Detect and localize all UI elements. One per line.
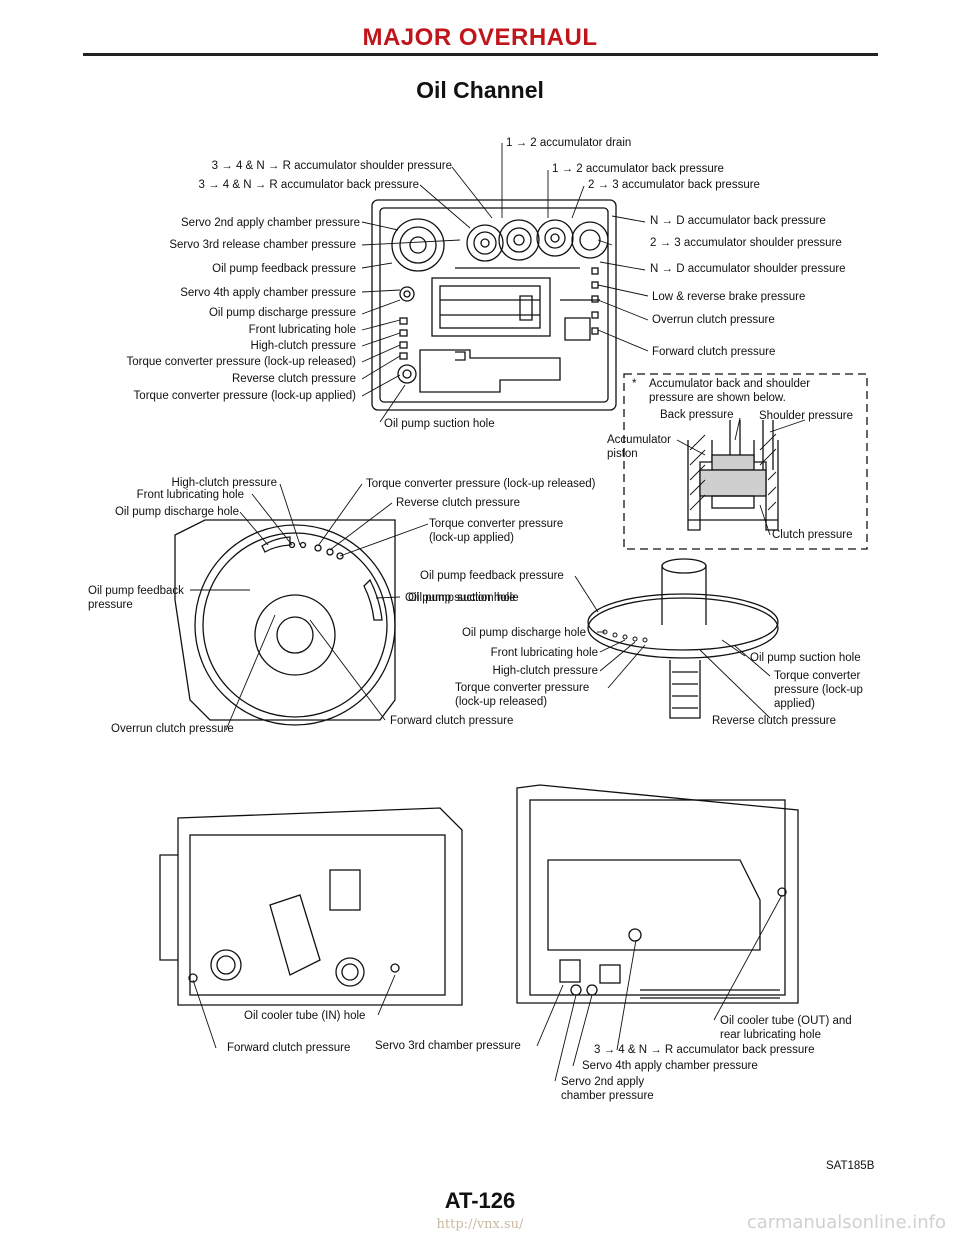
inset-shoulder-pressure: Shoulder pressure bbox=[759, 410, 853, 422]
case-front-view bbox=[174, 519, 396, 726]
label-pump-suction-pump-left: Oil pump suction hole bbox=[408, 592, 519, 604]
label-high-clutch-front: High-clutch pressure bbox=[171, 477, 277, 489]
label-23-accumulator-back: 2 → 3 accumulator back pressure bbox=[588, 179, 760, 191]
label-front-lub-pump: Front lubricating hole bbox=[490, 647, 598, 659]
label-pump-feedback-pump: Oil pump feedback pressure bbox=[420, 570, 564, 582]
inset-note: Accumulator back and shoulder pressure a… bbox=[649, 378, 811, 404]
figure-code: SAT185B bbox=[826, 1160, 875, 1172]
label-pump-discharge-pump: Oil pump discharge hole bbox=[461, 627, 586, 639]
oil-pump-view bbox=[587, 558, 779, 719]
header-rule bbox=[83, 53, 878, 56]
label-reverse-clutch-pump: Reverse clutch pressure bbox=[712, 715, 836, 727]
label-servo-3rd-side: Servo 3rd chamber pressure bbox=[375, 1040, 521, 1052]
label-tc-released-front: Torque converter pressure (lock-up relea… bbox=[366, 478, 596, 490]
label-pump-suction-top: Oil pump suction hole bbox=[384, 418, 495, 430]
label-pump-feedback-top: Oil pump feedback pressure bbox=[212, 263, 356, 275]
page-title: Oil Channel bbox=[416, 77, 544, 103]
label-nd-shoulder: N → D accumulator shoulder pressure bbox=[650, 263, 846, 275]
label-tc-applied-front: Torque converter pressure (lock-up appli… bbox=[429, 518, 564, 544]
inset-star: * bbox=[632, 378, 637, 390]
label-pump-feedback-front: Oil pump feedback pressure bbox=[88, 585, 184, 611]
label-cooler-out: Oil cooler tube (OUT) and rear lubricati… bbox=[720, 1015, 852, 1041]
section-header: MAJOR OVERHAUL bbox=[362, 24, 598, 51]
label-low-reverse-brake: Low & reverse brake pressure bbox=[652, 291, 806, 303]
label-34-nr-back-side: 3 → 4 & N → R accumulator back pressure bbox=[594, 1044, 815, 1056]
label-pump-suction-front: Oil pump suction hole bbox=[405, 592, 516, 604]
watermark: carmanualsonline.info bbox=[746, 1212, 946, 1233]
footer-url[interactable]: http://vnx.su/ bbox=[436, 1217, 524, 1232]
label-forward-clutch-top: Forward clutch pressure bbox=[652, 346, 776, 358]
label-servo-2nd-side: Servo 2nd apply chamber pressure bbox=[561, 1076, 654, 1102]
label-34-nr-back: 3 → 4 & N → R accumulator back pressure bbox=[198, 179, 420, 191]
inset-clutch-pressure: Clutch pressure bbox=[772, 529, 853, 541]
label-servo-4th-side: Servo 4th apply chamber pressure bbox=[582, 1060, 758, 1072]
label-pump-discharge-front: Oil pump discharge hole bbox=[114, 506, 239, 518]
case-left-side-view bbox=[159, 807, 463, 1006]
label-23-shoulder: 2 → 3 accumulator shoulder pressure bbox=[650, 237, 842, 249]
label-nd-back: N → D accumulator back pressure bbox=[650, 215, 826, 227]
label-servo-2nd-apply: Servo 2nd apply chamber pressure bbox=[181, 217, 360, 229]
label-front-lub-front: Front lubricating hole bbox=[136, 489, 244, 501]
label-pump-discharge-top: Oil pump discharge pressure bbox=[208, 307, 356, 319]
label-overrun-clutch-top: Overrun clutch pressure bbox=[652, 314, 775, 326]
label-34-nr-shoulder: 3 → 4 & N → R accumulator shoulder press… bbox=[211, 160, 452, 172]
label-servo-4th-apply: Servo 4th apply chamber pressure bbox=[180, 287, 356, 299]
label-reverse-clutch-top: Reverse clutch pressure bbox=[232, 373, 356, 385]
label-forward-clutch-front: Forward clutch pressure bbox=[390, 715, 514, 727]
label-overrun-clutch-front: Overrun clutch pressure bbox=[111, 723, 234, 735]
page-number: AT-126 bbox=[444, 1188, 516, 1213]
label-cooler-in: Oil cooler tube (IN) hole bbox=[244, 1010, 366, 1022]
label-tc-released-pump: Torque converter pressure (lock-up relea… bbox=[455, 682, 590, 708]
inset-back-pressure: Back pressure bbox=[660, 409, 734, 421]
label-pump-suction-pump-right: Oil pump suction hole bbox=[750, 652, 861, 664]
label-tc-released-top: Torque converter pressure (lock-up relea… bbox=[126, 356, 356, 368]
label-reverse-clutch-front: Reverse clutch pressure bbox=[396, 497, 520, 509]
label-high-clutch-top: High-clutch pressure bbox=[250, 340, 356, 352]
case-bottom-view bbox=[371, 199, 617, 411]
label-servo-3rd-release: Servo 3rd release chamber pressure bbox=[169, 239, 356, 251]
label-front-lub-top: Front lubricating hole bbox=[248, 324, 356, 336]
case-right-side-view bbox=[516, 784, 799, 1004]
label-12-accumulator-drain: 1 → 2 accumulator drain bbox=[506, 137, 632, 149]
label-tc-applied-pump: Torque converter pressure (lock-up appli… bbox=[774, 670, 863, 710]
label-forward-clutch-side: Forward clutch pressure bbox=[227, 1042, 351, 1054]
inset-accumulator-piston: Accumulator piston bbox=[607, 434, 671, 460]
label-tc-applied-top: Torque converter pressure (lock-up appli… bbox=[133, 390, 356, 402]
label-12-accumulator-back: 1 → 2 accumulator back pressure bbox=[552, 163, 724, 175]
leader-lines bbox=[190, 143, 806, 1082]
label-high-clutch-pump: High-clutch pressure bbox=[492, 665, 598, 677]
accumulator-inset bbox=[623, 373, 868, 550]
